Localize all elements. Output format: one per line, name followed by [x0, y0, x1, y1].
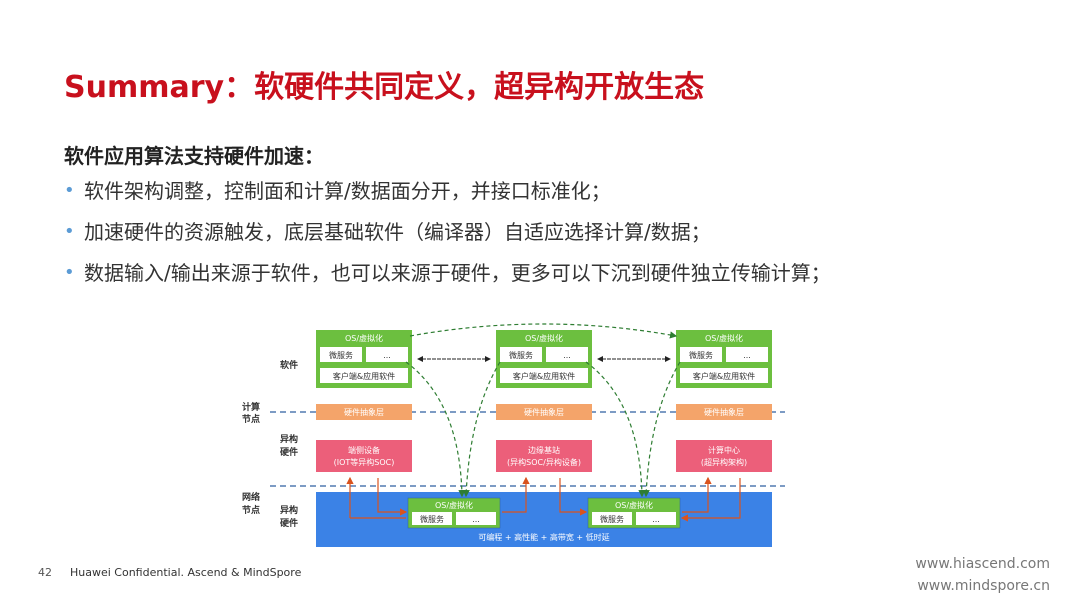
- network-stack: OS/虚拟化 微服务 ...: [587, 497, 681, 529]
- microservice-label: 微服务: [420, 514, 444, 524]
- bullet-item: • 数据输入/输出来源于软件，也可以来源于硬件，更多可以下沉到硬件独立传输计算；: [64, 258, 831, 299]
- row-label-compute: 计算: [242, 401, 260, 413]
- bullet-item: • 软件架构调整，控制面和计算/数据面分开，并接口标准化；: [64, 176, 831, 217]
- compute-center-box: [676, 440, 772, 472]
- client-app-label: 客户端&应用软件: [513, 371, 575, 381]
- microservice-label: 微服务: [600, 514, 624, 524]
- hw-abstraction-layer: [496, 404, 592, 420]
- hw-box-detail: (超异构架构): [701, 457, 747, 467]
- bullet-dot-icon: •: [64, 180, 75, 201]
- edge-device-box: [316, 440, 412, 472]
- more-label: ...: [383, 351, 391, 360]
- os-label: OS/虚拟化: [435, 500, 473, 510]
- page-title: Summary：软硬件共同定义，超异构开放生态: [64, 70, 705, 105]
- row-label-compute: 节点: [242, 413, 260, 425]
- hw-abstraction-label: 硬件抽象层: [344, 407, 384, 417]
- hw-abstraction-label: 硬件抽象层: [704, 407, 744, 417]
- row-label-network: 节点: [242, 504, 260, 516]
- microservice-label: 微服务: [329, 350, 353, 360]
- row-label-hetero-hw: 异构: [280, 433, 298, 445]
- bullet-text: 加速硬件的资源触发，底层基础软件（编译器）自适应选择计算/数据；: [84, 220, 711, 244]
- hw-box-title: 边缘基站: [528, 445, 560, 455]
- client-app-label: 客户端&应用软件: [333, 371, 395, 381]
- more-label: ...: [563, 351, 571, 360]
- bullet-item: • 加速硬件的资源触发，底层基础软件（编译器）自适应选择计算/数据；: [64, 217, 831, 258]
- hw-abstraction-layer: [316, 404, 412, 420]
- architecture-diagram: 软件 计算 节点 异构 硬件 网络 节点 异构 硬件 可编程 + 高性能 + 高…: [242, 323, 785, 547]
- client-app-label: 客户端&应用软件: [693, 371, 755, 381]
- footer-link-mindspore[interactable]: www.mindspore.cn: [917, 578, 1050, 594]
- row-label-network: 网络: [242, 491, 260, 503]
- os-label: OS/虚拟化: [615, 500, 653, 510]
- footer-confidential: Huawei Confidential. Ascend & MindSpore: [70, 566, 302, 579]
- bullet-dot-icon: •: [64, 221, 75, 242]
- hw-box-title: 计算中心: [708, 445, 740, 455]
- network-hw-arrows: [346, 476, 741, 522]
- hw-box-detail: (异构SOC/异构设备): [507, 457, 581, 467]
- more-label: ...: [472, 515, 480, 524]
- os-label: OS/虚拟化: [525, 333, 563, 343]
- bullet-text: 数据输入/输出来源于软件，也可以来源于硬件，更多可以下沉到硬件独立传输计算；: [84, 261, 831, 285]
- flow-arrow: [585, 361, 646, 498]
- network-caption: 可编程 + 高性能 + 高带宽 + 低时延: [478, 532, 609, 542]
- edge-station-box: [496, 440, 592, 472]
- software-stack: OS/虚拟化 微服务 ... 客户端&应用软件: [316, 330, 412, 388]
- microservice-label: 微服务: [689, 350, 713, 360]
- software-stack: OS/虚拟化 微服务 ... 客户端&应用软件: [676, 330, 772, 388]
- bullet-list: • 软件架构调整，控制面和计算/数据面分开，并接口标准化； • 加速硬件的资源触发，…: [64, 176, 831, 299]
- section-subtitle: 软件应用算法支持硬件加速：: [64, 144, 324, 168]
- bullet-dot-icon: •: [64, 262, 75, 283]
- flow-arrow: [462, 361, 501, 498]
- more-label: ...: [743, 351, 751, 360]
- os-label: OS/虚拟化: [705, 333, 743, 343]
- hw-box-title: 端侧设备: [348, 445, 380, 455]
- microservice-label: 微服务: [509, 350, 533, 360]
- flow-arrow: [642, 361, 681, 498]
- hw-abstraction-layer: [676, 404, 772, 420]
- row-label-network-hetero: 异构: [280, 504, 298, 516]
- row-label-software: 软件: [280, 359, 298, 371]
- hw-box-detail: (IOT等异构SOC): [334, 457, 395, 467]
- network-stack: OS/虚拟化 微服务 ...: [407, 497, 501, 529]
- hw-abstraction-label: 硬件抽象层: [524, 407, 564, 417]
- footer-link-hiascend[interactable]: www.hiascend.com: [915, 556, 1050, 572]
- stack-arc-arrow: [409, 323, 678, 339]
- flow-arrow: [405, 361, 466, 498]
- page-number: 42: [38, 566, 52, 579]
- row-label-network-hetero: 硬件: [280, 517, 298, 529]
- bullet-text: 软件架构调整，控制面和计算/数据面分开，并接口标准化；: [84, 179, 611, 203]
- os-label: OS/虚拟化: [345, 333, 383, 343]
- row-label-hetero-hw: 硬件: [280, 446, 298, 458]
- software-stack: OS/虚拟化 微服务 ... 客户端&应用软件: [496, 330, 592, 388]
- network-band: [316, 492, 772, 547]
- more-label: ...: [652, 515, 660, 524]
